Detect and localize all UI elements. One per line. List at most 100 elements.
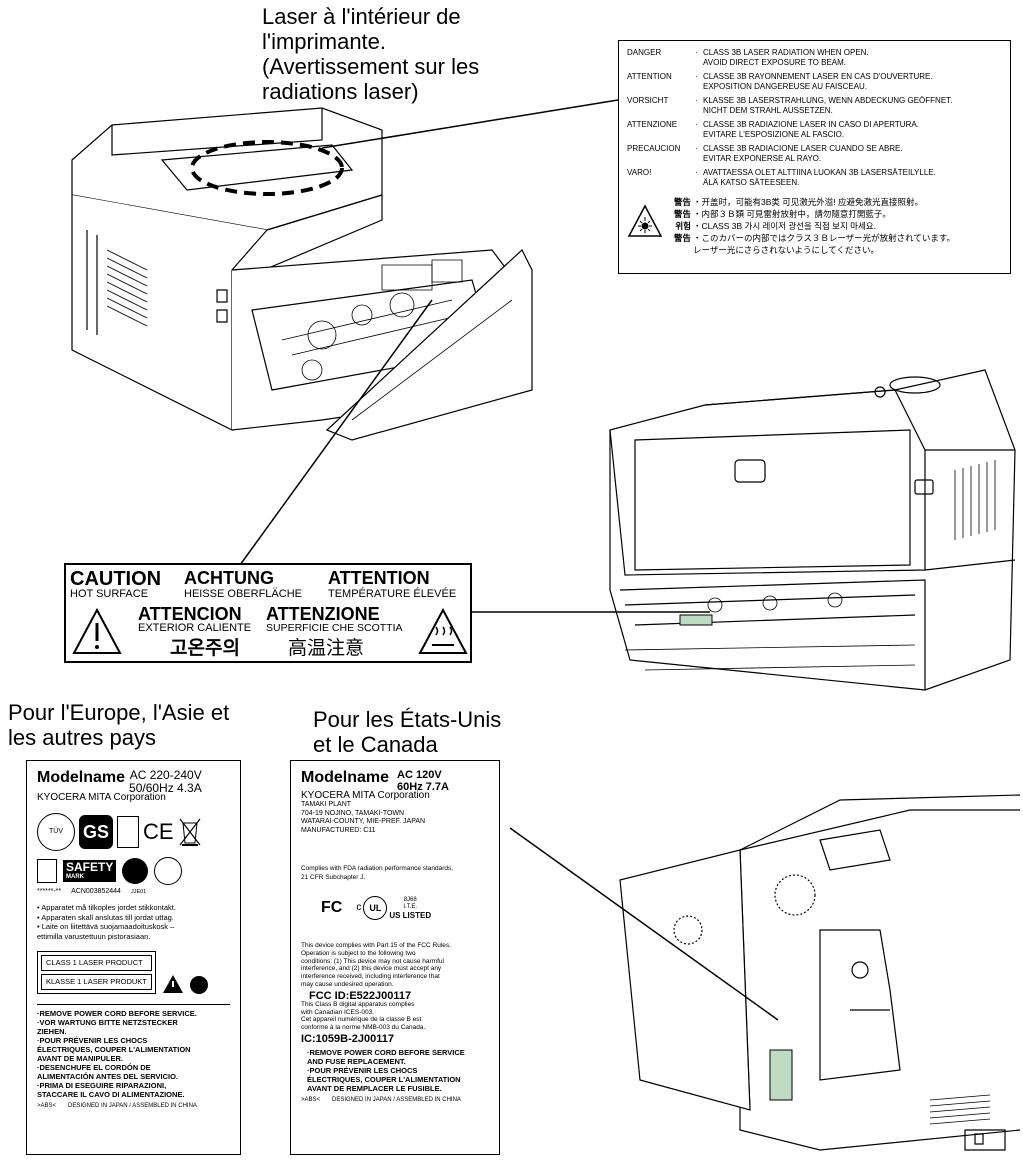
safety-text: SAFETY [66,860,114,874]
printer-rear-open-drawing [52,100,552,440]
us-fda: Complies with FDA radiation performance … [301,865,489,882]
danger-line: ÄLÄ KATSO SÄTEESEEN. [703,178,800,187]
danger-keyword: DANGER [627,48,662,57]
danger-line: EXPOSITION DANGEREUSE AU FAISCEAU. [703,82,868,91]
laser-class-line: CLASS 1 LASER PRODUCT [41,955,152,971]
us-footer: >ABS< DESIGNED IN JAPAN / ASSEMBLED IN CH… [301,1095,489,1105]
address-line: TAMAKI PLANT [301,801,352,808]
company-name: KYOCERA MITA Corporation [301,790,430,801]
attenzione-sub: SUPERFICIE CHE SCOTTIA [266,622,403,634]
bullet: · [695,168,698,177]
serial-stars: ******-** [37,888,62,895]
warning-line: ÉLECTRIQUES, COUPER L'ALIMENTATION [37,1045,191,1054]
safety-sub: MARK [66,874,84,880]
danger-line: NICHT DEM STRAHL AUSSETZEN. [703,106,833,115]
korean-warning: 고온주의 [170,638,240,659]
attention-word: ATTENTION [328,568,430,588]
warning-line: AVANT DE MANIPULER. [37,1054,123,1063]
warning-line: AVANT DE REMPLACER LE FUSIBLE. [307,1083,442,1093]
footer-left: >ABS< [37,1103,57,1109]
caption-line: Pour les États-Unis [313,707,502,732]
footer-left: >ABS< [301,1096,321,1103]
rating-line: 60Hz 7.7A [397,781,449,793]
danger-message: CLASSE 3B RADIACIONE LASER CUANDO SE ABR… [703,144,903,164]
eu-cert-row: TÜV GS CE [37,813,230,851]
fcc-line: interference received, including interfe… [301,973,440,981]
ul-c: c [356,902,362,913]
model-name: Modelname [301,769,390,786]
warning-line: ·REMOVE POWER CORD BEFORE SERVICE [307,1047,465,1057]
warning-line: ÉLECTRIQUES, COUPER L'ALIMENTATION [307,1074,461,1084]
danger-message: AVATTAESSA OLET ALTTIINA LUOKAN 3B LASER… [703,168,936,188]
warning-line: AND FUSE REPLACEMENT. [307,1056,406,1066]
ices-line: Cet appareil numérique de la classe B es… [301,1016,422,1024]
ul-listed-text: US LISTED [389,910,432,920]
ices-line: This Class B digital apparatus complies [301,1000,415,1008]
laser-class-box: CLASS 1 LASER PRODUCT KLASSE 1 LASER PRO… [37,951,156,994]
asian-keyword: 警告 [673,233,691,243]
attenzione-word: ATTENZIONE [266,604,380,624]
asian-row: 警告・このカバーの内部ではクラス３Ｂレーザー光が放射されています。 [663,232,955,244]
asian-row: 警告・开盖时，可能有3B类 可见激光外溢! 应避免激光直接照射。 [663,196,955,208]
danger-line: CLASSE 3B RADIACIONE LASER CUANDO SE ABR… [703,144,903,153]
bullet: · [695,48,698,57]
fcc-line: interference, and (2) this device must a… [301,965,442,973]
rating-line: AC 120V [397,769,442,781]
bullet: · [695,96,698,105]
caption-line: Pour l'Europe, l'Asie et [8,700,230,725]
footer-right: DESIGNED IN JAPAN / ASSEMBLED IN CHINA [68,1103,197,1109]
ul-ite: I.T.E. [403,903,418,910]
caption-line: l'imprimante. [262,29,387,54]
attention-sub: TEMPÉRATURE ÉLEVÉE [328,588,457,600]
ce-text: CE [143,819,174,844]
ul-icon: UL [363,896,388,920]
safety-s-icon [37,859,57,883]
caption-line: (Avertissement sur les [262,54,480,79]
hot-surface-icon [418,607,468,654]
danger-message: CLASSE 3B RADIAZIONE LASER IN CASO DI AP… [703,120,919,140]
model-name: Modelname [37,769,126,786]
fcc-logo: FC [321,899,343,916]
danger-keyword: VORSICHT [627,96,669,105]
laser-danger-label: DANGER · CLASS 3B LASER RADIATION WHEN O… [618,40,1011,274]
caption-europe: Pour l'Europe, l'Asie et les autres pays [8,700,229,750]
asian-keyword [663,244,693,256]
eu-notes: • Apparatet må tilkoples jordet stikkont… [37,903,230,941]
hot-surface-caution-label: CAUTION HOT SURFACE ACHTUNG HEISSE OBERF… [64,563,472,663]
footer-right: DESIGNED IN JAPAN / ASSEMBLED IN CHINA [332,1096,461,1103]
danger-line: KLASSE 3B LASERSTRAHLUNG, WENN ABDECKUNG… [703,96,953,105]
laser-hazard-icon [627,204,663,237]
warning-line: ·POUR PRÉVENIR LES CHOCS [307,1065,418,1075]
atencion-sub: EXTERIOR CALIENTE [138,622,252,634]
warning-line: ZIEHEN. [37,1027,67,1036]
ul-text: UL [369,903,382,913]
danger-message: KLASSE 3B LASERSTRAHLUNG, WENN ABDECKUNG… [703,96,952,116]
caption-line: Laser à l'intérieur de [262,4,461,29]
danger-message: CLASSE 3B RAYONNEMENT LASER EN CAS D'OUV… [703,72,933,92]
us-address: TAMAKI PLANT 704-19 NOJINO, TAMAKI-TOWN … [301,801,489,835]
printer-front-open-drawing [595,360,1020,695]
danger-keyword: ATTENTION [627,72,672,81]
warning-triangle-icon [162,975,183,993]
tuv-text: TÜV [49,828,63,835]
tuv-mark-icon: TÜV [37,813,75,851]
pct-mark-icon [154,857,183,885]
caption-us-canada: Pour les États-Unis et le Canada [313,707,501,757]
ices-line: conforme à la norme NMB-003 du Canada. [301,1024,426,1032]
eu-laser-row: CLASS 1 LASER PRODUCT KLASSE 1 LASER PRO… [37,951,230,994]
asian-text: ・このカバーの内部ではクラス３Ｂレーザー光が放射されています。 [693,233,956,243]
danger-keyword: ATTENZIONE [627,120,678,129]
achtung-word: ACHTUNG [184,568,274,588]
danger-line: EVITARE L'ESPOSIZIONE AL FASCIO. [703,130,845,139]
warning-line: ·REMOVE POWER CORD BEFORE SERVICE. [37,1009,197,1018]
ic-id: IC:1059B-2J00117 [301,1032,394,1045]
danger-row: DANGER · CLASS 3B LASER RADIATION WHEN O… [627,48,1002,68]
eu-warnings: ·REMOVE POWER CORD BEFORE SERVICE. ·VOR … [37,1004,230,1099]
danger-line: CLASS 3B LASER RADIATION WHEN OPEN. [703,48,869,57]
